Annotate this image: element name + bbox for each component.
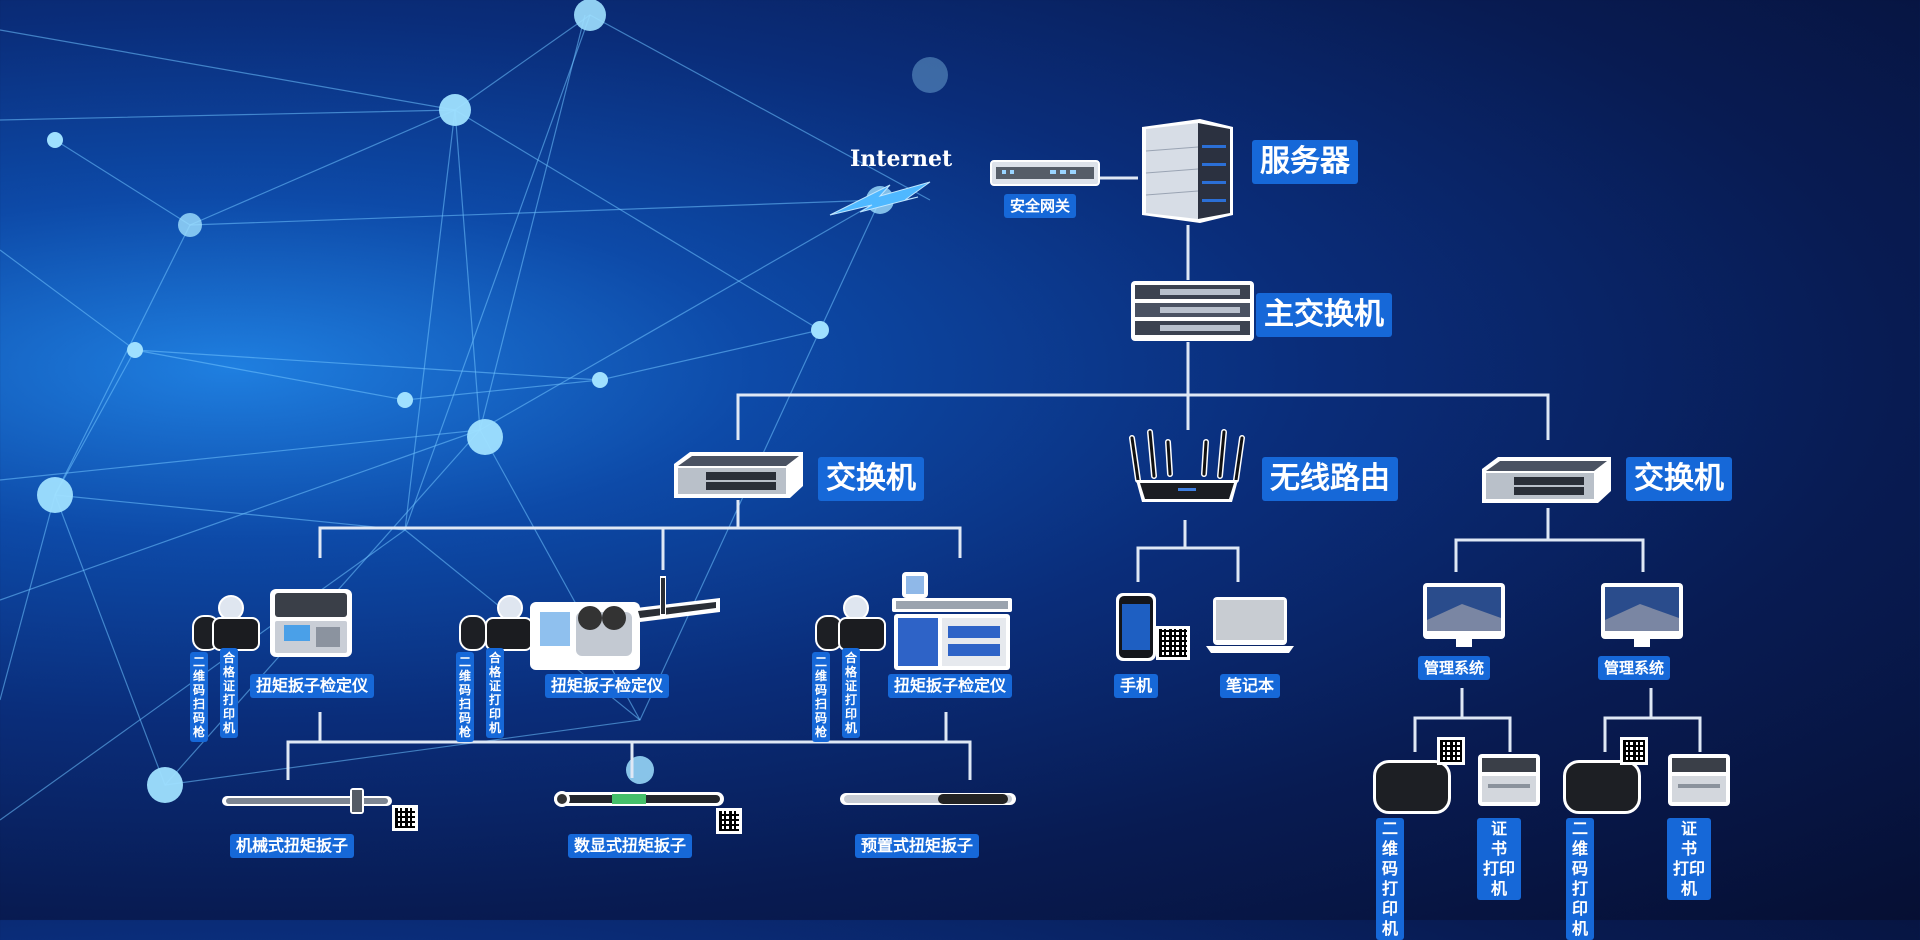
- wrench-icon: [222, 788, 392, 814]
- wrench-icon: [554, 791, 724, 807]
- badge-icon: [843, 595, 869, 621]
- monitor-icon: [1423, 583, 1505, 647]
- cert-printer-label: 合格证打印机: [220, 648, 238, 738]
- qr-printer-icon: [1373, 760, 1451, 814]
- gateway-icon: [990, 160, 1100, 186]
- right-switch: [1480, 455, 1613, 505]
- phone: [1115, 592, 1157, 662]
- qr-code-icon: [1620, 737, 1648, 765]
- router-label: 无线路由: [1262, 457, 1398, 501]
- laser-printer-icon: [1668, 754, 1730, 806]
- cert-printer-label: 合格证打印机: [486, 648, 504, 738]
- laptop-icon: [1206, 597, 1294, 653]
- right-switch-label: 交换机: [1626, 457, 1732, 501]
- rack-switch-icon: [1131, 281, 1254, 341]
- phone-icon: [1116, 593, 1156, 661]
- cert-printer-icon: [485, 617, 533, 651]
- scanner-icon: [459, 615, 487, 651]
- qr-code-icon: [392, 805, 418, 831]
- main-switch-label: 主交换机: [1256, 293, 1392, 337]
- server-label: 服务器: [1252, 140, 1358, 184]
- laptop-label: 笔记本: [1220, 674, 1281, 698]
- scanner-label: 二维码扫码枪: [812, 652, 830, 742]
- left-switch-label: 交换机: [818, 457, 924, 501]
- monitor-icon: [1601, 583, 1683, 647]
- phone-label: 手机: [1114, 674, 1159, 698]
- wrench-label: 数显式扭矩扳子: [568, 834, 693, 858]
- server: [1140, 115, 1235, 225]
- laser-printer-icon: [1478, 754, 1540, 806]
- wrench-label: 预置式扭矩扳子: [855, 834, 980, 858]
- wireless-bolt-icon: [829, 181, 931, 216]
- server-icon: [1142, 119, 1233, 223]
- management-label: 管理系统: [1418, 656, 1491, 680]
- qr-code-icon: [1437, 737, 1465, 765]
- switch-icon: [674, 452, 803, 498]
- wrench-icon: [840, 793, 1016, 805]
- router-icon: [1129, 429, 1245, 502]
- qr-code-icon: [1156, 626, 1190, 660]
- network-background: [0, 0, 948, 821]
- scanner-label: 二维码扫码枪: [456, 652, 474, 742]
- qr-printer-icon: [1563, 760, 1641, 814]
- qr-code-icon: [716, 808, 742, 834]
- cert-printer-icon: [838, 617, 886, 651]
- cert-printer-label: 证 书 打印机: [1667, 818, 1712, 900]
- tester-label: 扭矩扳子检定仪: [250, 674, 375, 698]
- laptop: [1205, 596, 1295, 654]
- connection-lines: [286, 176, 1702, 780]
- wireless-router: [1128, 428, 1246, 510]
- qr-printer-label: 二维码 打印机: [1566, 818, 1595, 940]
- gateway-label: 安全网关: [1004, 194, 1077, 218]
- tester-label: 扭矩扳子检定仪: [888, 674, 1013, 698]
- cert-printer-icon: [212, 617, 260, 651]
- wrench-label: 机械式扭矩扳子: [230, 834, 355, 858]
- left-switch: [672, 450, 805, 500]
- management-label: 管理系统: [1598, 656, 1671, 680]
- switch-icon: [1482, 457, 1611, 503]
- torque-tester-icon: [528, 572, 723, 672]
- security-gateway: [990, 158, 1100, 188]
- qr-printer-label: 二维码 打印机: [1376, 818, 1405, 940]
- main-switch: [1130, 280, 1255, 342]
- cert-printer-label: 证 书 打印机: [1477, 818, 1522, 900]
- scanner-label: 二维码扫码枪: [190, 652, 208, 742]
- torque-tester-icon: [888, 570, 1016, 678]
- internet-label: Internet: [850, 146, 953, 172]
- torque-tester-icon: [268, 587, 354, 659]
- cert-printer-label: 合格证打印机: [842, 648, 860, 738]
- tester-label: 扭矩扳子检定仪: [545, 674, 670, 698]
